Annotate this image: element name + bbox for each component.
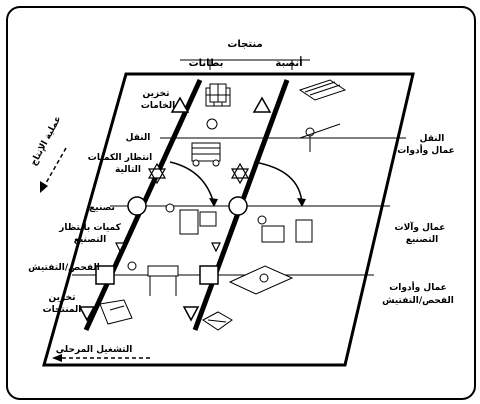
label-right-inspect-2: الفحص/التفتيش	[382, 296, 454, 306]
label-panels: بطانات	[189, 58, 224, 69]
machine-worker-right-illustration	[257, 215, 313, 243]
label-storage-products-1: تخزين	[49, 293, 76, 303]
label-manufacture: تصنيع	[89, 203, 115, 213]
label-storage-raw-2: الخامات	[141, 101, 175, 111]
pipes-illustration	[298, 79, 347, 101]
storage-triangle-right-top	[252, 96, 272, 113]
manufacture-circle-left	[127, 196, 147, 216]
storage-box-right-illustration	[202, 311, 233, 331]
wait-triangle-right-mid	[211, 242, 221, 253]
label-right-transport-1: النقل	[420, 134, 445, 144]
label-wait-mfg-2: التصنيع	[74, 235, 107, 245]
label-storage-products-2: المنتجات	[43, 305, 82, 315]
label-inspect: الفحص/التفتيش	[28, 263, 100, 273]
storage-triangle-right-bottom	[182, 306, 200, 322]
process-plane	[42, 72, 415, 367]
label-storage-raw-1: تخزين	[143, 89, 170, 99]
label-pipes: أنصبة	[275, 56, 302, 69]
transport-arrowhead-left	[209, 198, 218, 207]
worker-pipe-illustration	[299, 123, 341, 152]
local-operation-arrowhead	[52, 354, 62, 362]
worker-cart-illustration	[191, 118, 221, 167]
label-products: منتجات	[227, 39, 262, 50]
storage-triangle-left-bottom	[78, 306, 96, 322]
wait-star-left	[147, 162, 167, 185]
transport-arrow-right	[253, 161, 303, 205]
label-flow: عملية الإنتاج	[29, 115, 64, 168]
transport-arrowhead-right	[297, 198, 306, 207]
transport-arrow-left	[169, 161, 215, 205]
flow-arrow-line	[41, 147, 67, 191]
label-wait-batches-1: انتظار الكميات	[88, 153, 152, 163]
manufacture-circle-right	[228, 196, 248, 216]
label-right-mfg-1: عمال وآلات	[395, 221, 446, 233]
wait-star-right	[230, 162, 250, 185]
label-transport: النقل	[126, 133, 151, 143]
storage-triangle-left-top	[170, 96, 190, 113]
storage-box-left-illustration	[99, 299, 133, 325]
wait-triangle-left-mid	[115, 242, 125, 253]
flow-arrowhead	[40, 181, 48, 193]
label-wait-batches-2: التالية	[115, 165, 141, 175]
label-local-operation: التشغيل المرحلي	[56, 345, 133, 355]
inspect-square-right	[199, 265, 219, 285]
label-wait-mfg-1: كميات بانتظار	[58, 223, 121, 233]
inspect-desk-right-illustration	[228, 265, 294, 295]
inspect-square-left	[95, 265, 115, 285]
label-right-inspect-1: عمال وأدوات	[389, 281, 447, 293]
cans-illustration	[205, 83, 231, 107]
label-right-mfg-2: التصنيع	[406, 235, 439, 245]
label-right-transport-2: عمال وأدوات	[397, 144, 455, 156]
machine-worker-left-illustration	[165, 203, 217, 235]
inspect-desk-left-illustration	[127, 261, 179, 296]
